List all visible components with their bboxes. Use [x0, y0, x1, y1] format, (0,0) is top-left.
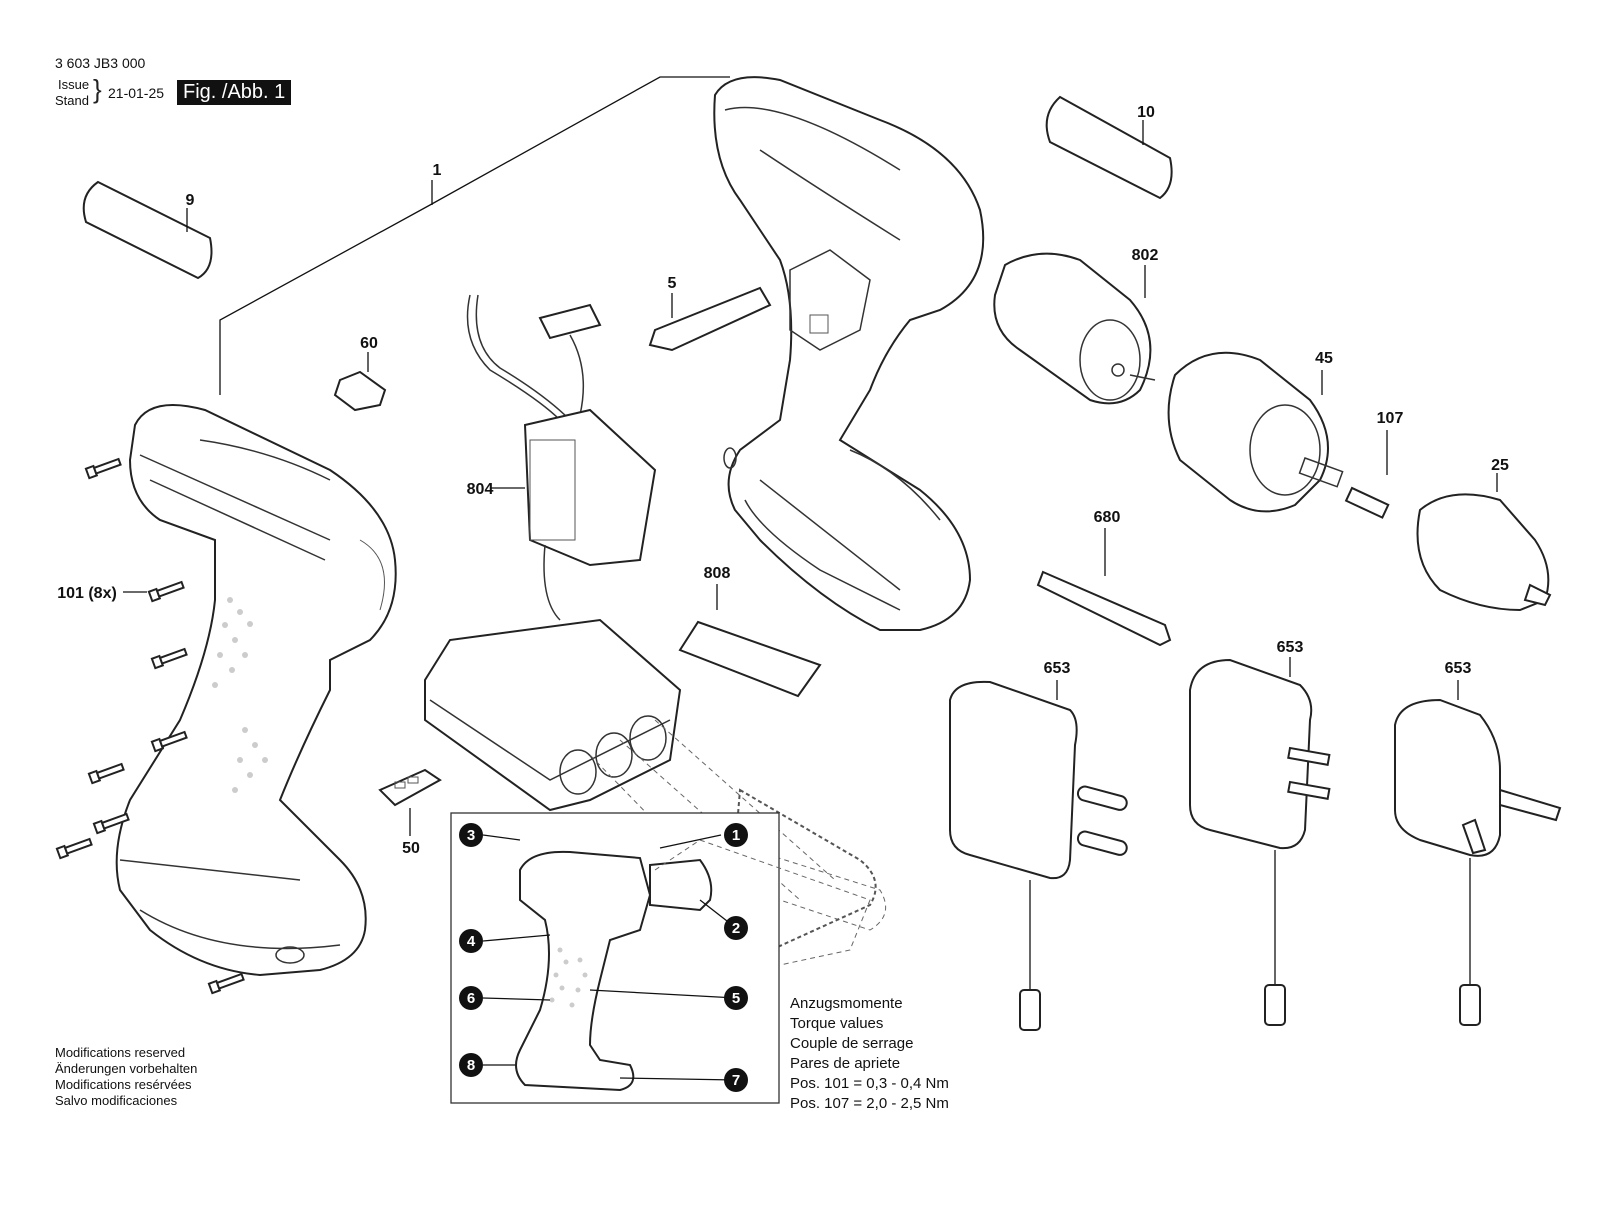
chuck-25 — [1416, 473, 1552, 612]
seq-marker-2: 2 — [724, 916, 748, 940]
notice-line-de: Änderungen vorbehalten — [55, 1061, 198, 1076]
part-label-50: 50 — [402, 840, 420, 857]
part-label-10: 10 — [1137, 104, 1155, 121]
part-label-802: 802 — [1132, 247, 1159, 264]
torque-title-es: Pares de apriete — [790, 1055, 901, 1072]
seq-marker-1: 1 — [724, 823, 748, 847]
charger-653-eu — [949, 680, 1128, 1031]
switch-module-804 — [466, 294, 657, 621]
stand-label: Stand — [55, 93, 89, 108]
part-60 — [333, 352, 387, 412]
part-label-45: 45 — [1315, 350, 1333, 367]
seq-marker-4: 4 — [459, 929, 483, 953]
part-50 — [378, 768, 442, 836]
part-label-653-us: 653 — [1277, 639, 1304, 656]
label-strip-10 — [1045, 95, 1173, 200]
torque-title-fr: Couple de serrage — [790, 1035, 914, 1052]
gearbox-45 — [1167, 351, 1344, 513]
torque-pos-107: Pos. 107 = 2,0 - 2,5 Nm — [790, 1095, 949, 1112]
screw-107 — [1344, 430, 1390, 519]
seq-label-2: 2 — [732, 920, 740, 937]
seq-label-1: 1 — [732, 827, 740, 844]
seq-marker-6: 6 — [459, 986, 483, 1010]
part-label-804: 804 — [467, 481, 494, 498]
part-label-5: 5 — [668, 275, 677, 292]
seq-label-7: 7 — [732, 1072, 740, 1089]
part-label-808: 808 — [704, 565, 731, 582]
part-label-107: 107 — [1377, 410, 1404, 427]
part-label-680: 680 — [1094, 509, 1121, 526]
motor-802 — [993, 252, 1156, 405]
seq-marker-3: 3 — [459, 823, 483, 847]
part-label-101: 101 (8x) — [57, 585, 117, 602]
notice-line-es: Salvo modificaciones — [55, 1093, 178, 1108]
charger-653-us — [1189, 657, 1331, 1026]
left-housing-half — [115, 404, 397, 977]
part-5 — [648, 286, 772, 352]
torque-pos-101: Pos. 101 = 0,3 - 0,4 Nm — [790, 1075, 949, 1092]
right-housing-half — [713, 76, 985, 631]
leader-1 — [219, 76, 730, 395]
brace-icon: } — [93, 74, 102, 104]
batteries — [649, 788, 887, 957]
part-808 — [678, 584, 822, 698]
torque-values: Anzugsmomente Torque values Couple de se… — [790, 994, 949, 1114]
part-label-653-uk: 653 — [1445, 660, 1472, 677]
document-number: 3 603 JB3 000 — [55, 55, 146, 71]
part-label-25: 25 — [1491, 457, 1509, 474]
seq-label-5: 5 — [732, 990, 740, 1007]
part-label-60: 60 — [360, 335, 378, 352]
seq-marker-7: 7 — [724, 1068, 748, 1092]
seq-marker-8: 8 — [459, 1053, 483, 1077]
figure-label: Fig. /Abb. 1 — [177, 80, 292, 105]
seq-label-3: 3 — [467, 827, 475, 844]
charger-653-uk — [1394, 680, 1562, 1026]
notice-line-en: Modifications reserved — [55, 1045, 186, 1060]
torque-title-en: Torque values — [790, 1015, 884, 1032]
seq-marker-5: 5 — [724, 986, 748, 1010]
modifications-notice: Modifications reserved Änderungen vorbeh… — [55, 1045, 197, 1109]
notice-line-fr: Modifications resérvées — [55, 1077, 192, 1092]
part-label-653-eu: 653 — [1044, 660, 1071, 677]
label-strip-9 — [82, 180, 213, 280]
seq-label-8: 8 — [467, 1057, 475, 1074]
issue-date: 21-01-25 — [108, 85, 165, 101]
screws-101 — [55, 457, 245, 995]
seq-label-4: 4 — [467, 933, 476, 950]
part-label-1: 1 — [433, 162, 442, 179]
assembly-sequence-inset — [450, 812, 871, 1104]
seq-label-6: 6 — [467, 990, 475, 1007]
part-label-9: 9 — [186, 192, 195, 209]
bit-680 — [1036, 528, 1172, 647]
torque-title-de: Anzugsmomente — [790, 995, 903, 1012]
issue-label: Issue — [58, 77, 90, 92]
